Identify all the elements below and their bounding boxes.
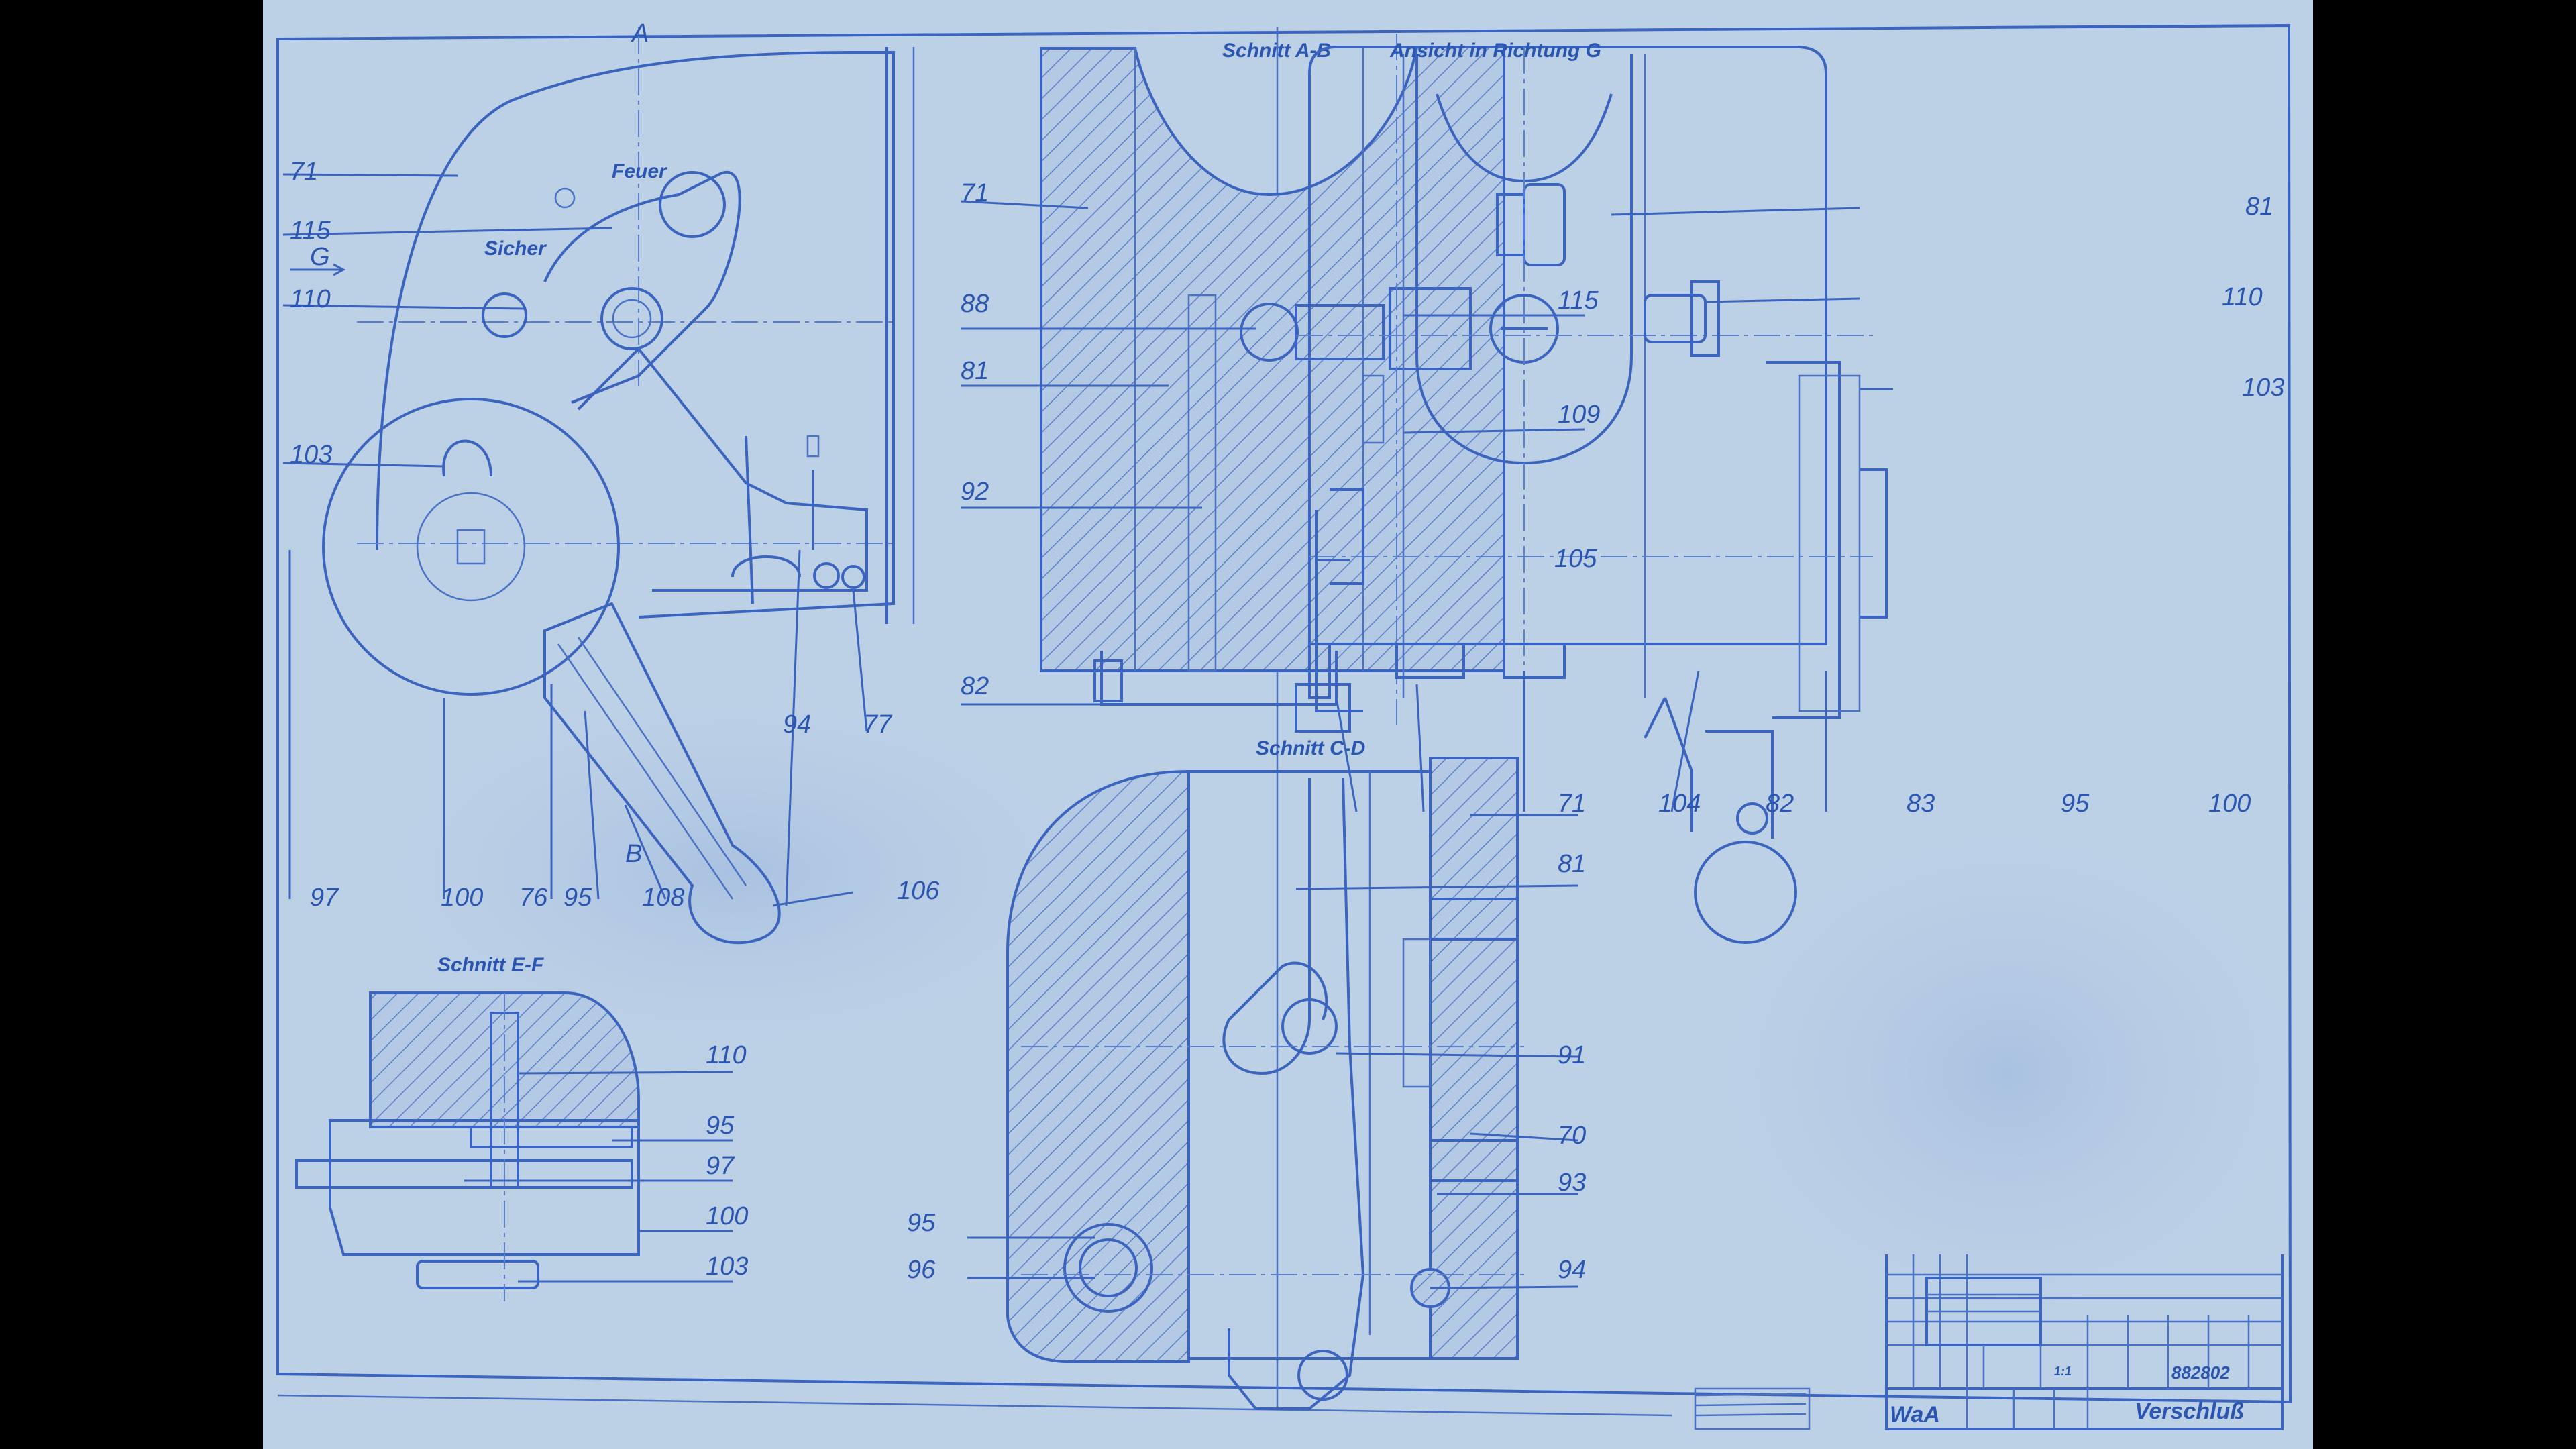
section-marker-a: A (631, 19, 649, 48)
part-label: 100 (706, 1202, 748, 1230)
part-label: 83 (1907, 790, 1935, 818)
part-label: 95 (706, 1112, 735, 1140)
blueprint-sheet: 71 115 110 103 97 100 76 95 108 106 94 7… (263, 0, 2313, 1449)
part-label: 110 (290, 285, 331, 313)
view-direction-marker: G (310, 243, 330, 271)
section-e-f-part-labels: 110 95 97 100 103 (706, 1041, 748, 1281)
part-label: 110 (2222, 283, 2263, 311)
part-label: 82 (961, 672, 989, 700)
section-a-b: Schnitt A-B 71 88 81 92 82 115 109 (960, 34, 1600, 724)
part-label: 115 (1558, 286, 1599, 315)
part-label: 82 (1766, 790, 1794, 818)
part-label: 92 (961, 478, 989, 506)
part-label: 93 (1558, 1169, 1586, 1197)
part-label: 100 (2208, 790, 2251, 818)
part-label: 70 (1558, 1122, 1586, 1150)
part-label: 94 (783, 710, 811, 739)
section-e-f-title: Schnitt E-F (437, 954, 544, 976)
part-label: 81 (1558, 850, 1586, 878)
part-label: 81 (2245, 193, 2273, 221)
part-label: 100 (441, 883, 483, 912)
part-label: 103 (706, 1252, 748, 1281)
part-label: 76 (519, 883, 548, 912)
drawing-scale: 1:1 (2054, 1364, 2072, 1378)
section-a-b-part-labels: 71 88 81 92 82 115 109 (961, 179, 1600, 700)
section-c-d-title: Schnitt C-D (1256, 737, 1365, 759)
part-label: 71 (1558, 790, 1586, 818)
drawing-number: 882802 (2171, 1362, 2230, 1383)
sheet-border (276, 23, 2292, 1404)
part-label: 94 (1558, 1256, 1586, 1284)
title-block: WaA Verschluß 882802 1:1 (1694, 1254, 2284, 1430)
section-e-f: Schnitt E-F 110 95 97 100 103 (295, 954, 748, 1301)
side-view-part-labels: 71 115 110 103 97 100 76 95 108 106 94 7… (290, 158, 940, 912)
part-label: 96 (907, 1256, 936, 1284)
part-label: 95 (2061, 790, 2090, 818)
section-marker-b: B (625, 840, 642, 868)
part-label: 103 (2242, 374, 2284, 402)
side-view: 71 115 110 103 97 100 76 95 108 106 94 7… (282, 19, 940, 945)
technical-drawing: 71 115 110 103 97 100 76 95 108 106 94 7… (276, 19, 2313, 1430)
part-label: 95 (907, 1209, 936, 1237)
view-g-title: Ansicht in Richtung G (1389, 40, 1601, 62)
part-label: 91 (1558, 1041, 1586, 1069)
safe-position-label: Sicher (484, 237, 547, 260)
part-label: 71 (961, 179, 989, 207)
section-c-d: Schnitt C-D 71 81 91 70 93 94 95 96 (907, 737, 1586, 1410)
part-label: 95 (564, 883, 592, 912)
part-label: 106 (897, 877, 940, 905)
section-c-d-part-labels: 71 81 91 70 93 94 95 96 (907, 790, 1586, 1284)
organization-code: WaA (1890, 1402, 1940, 1428)
part-label: 110 (706, 1041, 747, 1069)
part-label: 71 (290, 158, 318, 186)
part-label: 88 (961, 290, 989, 318)
part-label: 115 (290, 217, 331, 245)
fire-position-label: Feuer (612, 160, 668, 182)
view-g-part-labels: 81 110 103 105 104 82 83 95 100 (1554, 193, 2284, 818)
part-label: 105 (1554, 545, 1597, 573)
part-label: 77 (863, 710, 893, 739)
part-label: 109 (1558, 400, 1600, 429)
part-label: 97 (310, 883, 339, 912)
part-label: 103 (290, 441, 332, 469)
part-label: 81 (961, 357, 989, 385)
part-label: 97 (706, 1152, 735, 1180)
part-label: 108 (642, 883, 684, 912)
section-a-b-title: Schnitt A-B (1222, 40, 1331, 62)
view-direction-g: Ansicht in Richtung G 81 110 103 105 104… (1295, 40, 2284, 944)
drawing-title: Verschluß (2135, 1399, 2244, 1424)
part-label: 104 (1658, 790, 1701, 818)
